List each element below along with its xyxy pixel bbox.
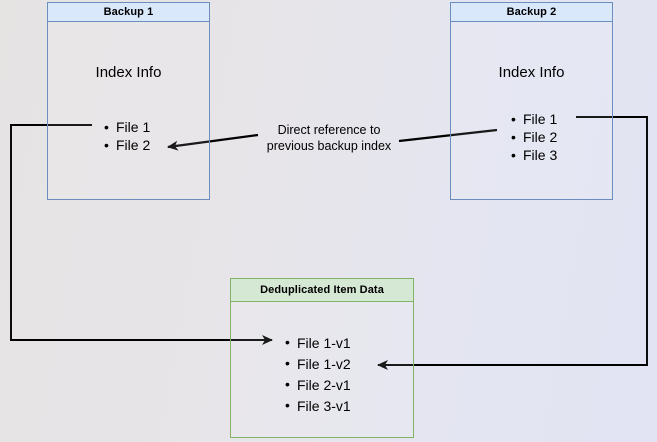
node-backup-1-header: Backup 1 [48,3,209,22]
list-item: File 1-v1 [285,333,351,354]
node-deduplicated-file-list: File 1-v1 File 1-v2 File 2-v1 File 3-v1 [283,333,351,417]
node-backup-1-file-list: File 1 File 2 [102,118,150,154]
edge-label-line-2: previous backup index [266,139,392,153]
edge-label-line-1: Direct reference to [277,123,381,137]
node-backup-2-index-title: Index Info [498,64,565,81]
node-backup-1-body: Index Info File 1 File 2 [48,22,209,200]
list-item: File 1 [511,110,557,128]
list-item: File 2 [511,128,557,146]
list-item: File 1 [104,118,150,136]
node-deduplicated-header: Deduplicated Item Data [231,279,413,302]
node-backup-2[interactable]: Backup 2 Index Info File 1 File 2 File 3 [450,2,613,200]
list-item: File 3-v1 [285,396,351,417]
list-item: File 2-v1 [285,375,351,396]
node-backup-1[interactable]: Backup 1 Index Info File 1 File 2 [47,2,210,200]
list-item: File 3 [511,146,557,164]
node-deduplicated-item-data[interactable]: Deduplicated Item Data File 1-v1 File 1-… [230,278,414,438]
node-backup-2-file-list: File 1 File 2 File 3 [509,110,557,164]
list-item: File 2 [104,136,150,154]
node-deduplicated-body: File 1-v1 File 1-v2 File 2-v1 File 3-v1 [231,302,413,438]
node-backup-2-body: Index Info File 1 File 2 File 3 [451,22,612,200]
list-item: File 1-v2 [285,354,351,375]
edge-label-direct-reference: Direct reference to previous backup inde… [249,122,409,154]
node-backup-2-header: Backup 2 [451,3,612,22]
node-backup-1-index-title: Index Info [95,64,162,81]
